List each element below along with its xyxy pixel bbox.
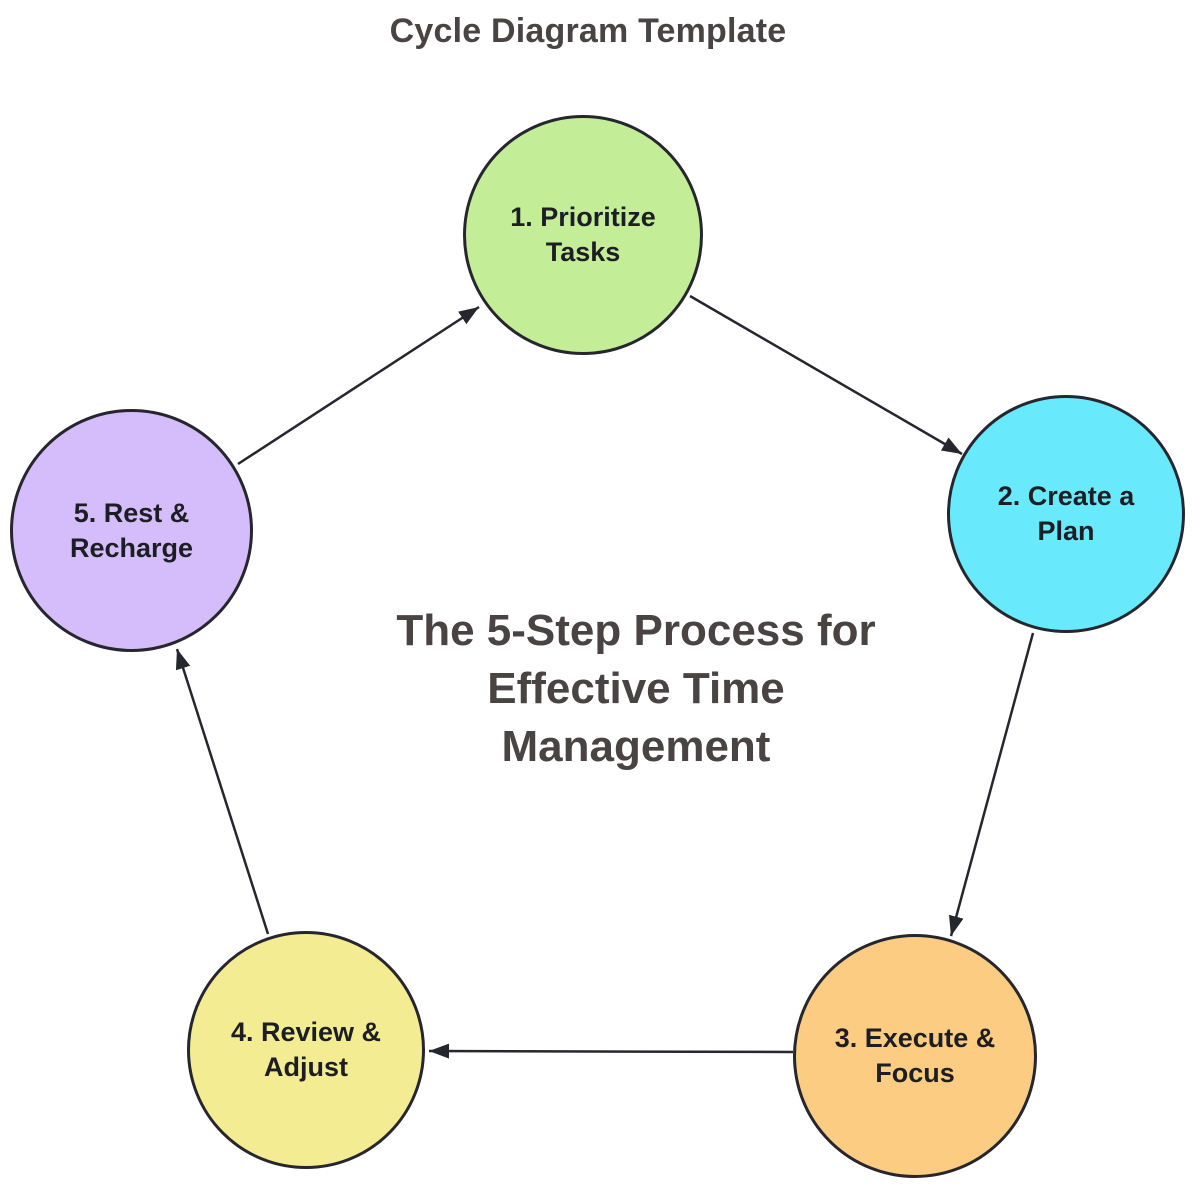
- center-caption-line: The 5-Step Process for: [396, 606, 876, 655]
- step-label-line: Recharge: [69, 532, 194, 563]
- step-label-line: Tasks: [545, 237, 621, 267]
- step-label: 1. Prioritize Tasks: [510, 200, 656, 270]
- step-circle-execute-focus: 3. Execute & Focus: [793, 934, 1037, 1178]
- step-circle-prioritize-tasks: 1. Prioritize Tasks: [463, 115, 703, 355]
- diagram-title: Cycle Diagram Template: [389, 12, 787, 50]
- step-label-line: 3. Execute &: [834, 1023, 996, 1053]
- arrow-step5-to-step1: [237, 305, 480, 466]
- step-label-line: 4. Review &: [230, 1017, 382, 1047]
- step-circle-rest-recharge: 5. Rest & Recharge: [10, 409, 253, 652]
- center-caption: The 5-Step Process for Effective Time Ma…: [336, 602, 936, 776]
- arrow-step3-to-step4: [428, 1043, 794, 1059]
- center-caption-line: Effective Time: [487, 664, 785, 713]
- step-label-line: Plan: [1037, 516, 1095, 546]
- step-label-line: Focus: [875, 1058, 955, 1088]
- step-circle-create-a-plan: 2. Create a Plan: [947, 395, 1185, 633]
- step-label: 4. Review & Adjust: [231, 1015, 381, 1085]
- arrow-step1-to-step2: [689, 294, 963, 456]
- step-label: 5. Rest & Recharge: [70, 496, 193, 566]
- step-label-line: 5. Rest &: [73, 497, 190, 528]
- step-label: 3. Execute & Focus: [835, 1021, 996, 1091]
- step-label-line: 2. Create a: [997, 481, 1135, 511]
- step-label: 2. Create a Plan: [998, 479, 1135, 549]
- arrow-step4-to-step5: [175, 648, 270, 935]
- step-circle-review-adjust: 4. Review & Adjust: [187, 931, 425, 1169]
- center-caption-line: Management: [501, 722, 771, 771]
- arrow-step2-to-step3: [948, 632, 1035, 937]
- step-label-line: Adjust: [263, 1052, 348, 1082]
- step-label-line: 1. Prioritize: [510, 202, 656, 232]
